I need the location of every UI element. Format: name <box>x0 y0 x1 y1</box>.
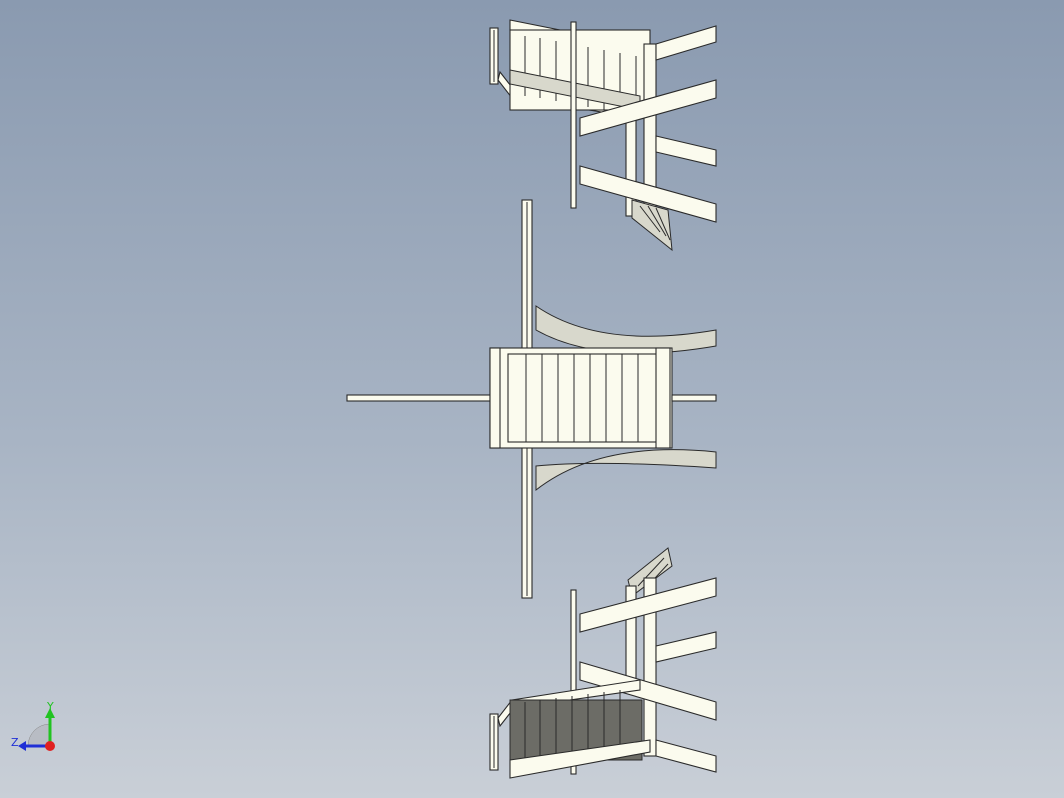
y-axis-label: Y <box>46 700 54 713</box>
z-axis-arrowhead <box>18 741 26 751</box>
x-axis-origin-dot <box>45 741 55 751</box>
y-axis-arrowhead <box>45 708 55 718</box>
axis-triad: Y Z <box>11 700 55 751</box>
top-structure-view <box>489 19 717 252</box>
bottom-structure-view <box>489 547 717 779</box>
z-axis-label: Z <box>11 736 19 749</box>
middle-structure-view <box>346 199 717 599</box>
